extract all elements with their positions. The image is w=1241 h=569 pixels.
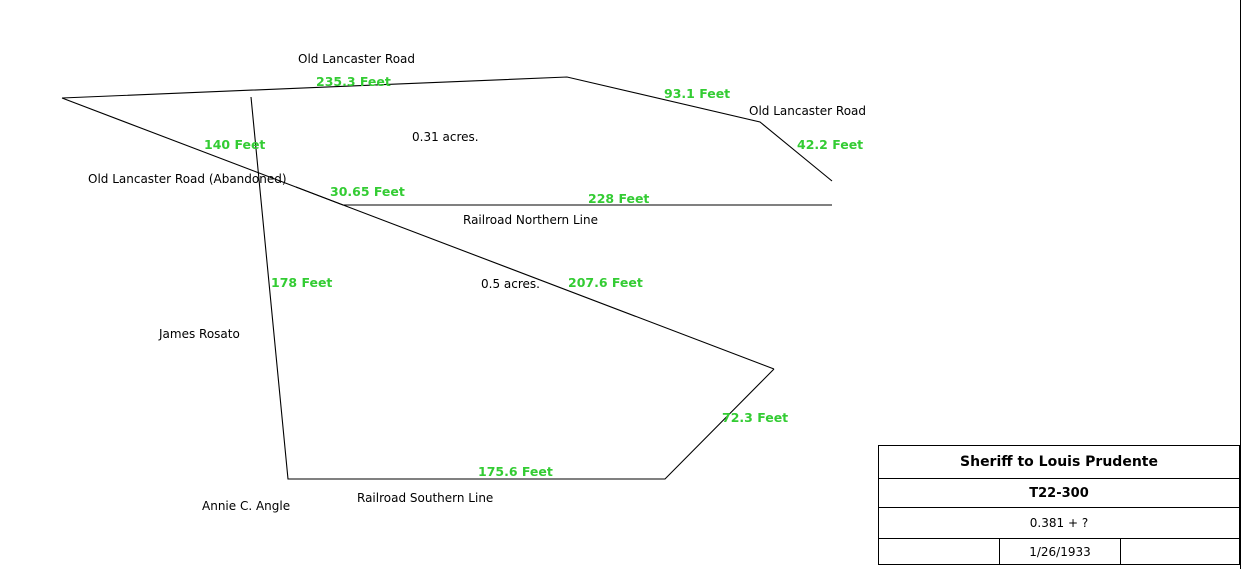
dim-235-3-feet: 235.3 Feet bbox=[316, 74, 391, 89]
title-grantor-grantee: Sheriff to Louis Prudente bbox=[878, 445, 1240, 479]
title-tract-id: T22-300 bbox=[878, 478, 1240, 508]
title-date: 1/26/1933 bbox=[999, 538, 1121, 565]
dim-72-3-feet: 72.3 Feet bbox=[722, 410, 788, 425]
title-acreage: 0.381 + ? bbox=[878, 507, 1240, 539]
label-old-lancaster-road-abandoned: Old Lancaster Road (Abandoned) bbox=[88, 172, 287, 186]
title-cell-empty-right bbox=[1120, 538, 1240, 565]
title-block: Sheriff to Louis Prudente T22-300 0.381 … bbox=[878, 445, 1240, 565]
label-railroad-northern-line: Railroad Northern Line bbox=[463, 213, 598, 227]
feature-labels: Old Lancaster Road Old Lancaster Road Ol… bbox=[88, 52, 866, 513]
old-lancaster-road-north-boundary bbox=[61, 76, 833, 182]
title-cell-empty-left bbox=[878, 538, 1000, 565]
dim-228-feet: 228 Feet bbox=[588, 191, 649, 206]
dim-178-feet: 178 Feet bbox=[271, 275, 332, 290]
dim-140-feet: 140 Feet bbox=[204, 137, 265, 152]
dim-30-65-feet: 30.65 Feet bbox=[330, 184, 405, 199]
label-old-lancaster-road-top: Old Lancaster Road bbox=[298, 52, 415, 66]
label-old-lancaster-road-right: Old Lancaster Road bbox=[749, 104, 866, 118]
label-railroad-southern-line: Railroad Southern Line bbox=[357, 491, 493, 505]
dim-175-6-feet: 175.6 Feet bbox=[478, 464, 553, 479]
label-james-rosato: James Rosato bbox=[158, 327, 240, 341]
abandoned-road-southwest-line bbox=[61, 97, 775, 370]
abandoned-road-double-line bbox=[295, 186, 344, 206]
dim-207-6-feet: 207.6 Feet bbox=[568, 275, 643, 290]
dimension-labels: 235.3 Feet 93.1 Feet 42.2 Feet 140 Feet … bbox=[204, 74, 863, 479]
dim-42-2-feet: 42.2 Feet bbox=[797, 137, 863, 152]
western-and-southern-boundary bbox=[250, 96, 775, 480]
label-annie-c-angle: Annie C. Angle bbox=[202, 499, 290, 513]
label-area-upper: 0.31 acres. bbox=[412, 130, 479, 144]
boundary-lines bbox=[61, 76, 833, 480]
dim-93-1-feet: 93.1 Feet bbox=[664, 86, 730, 101]
label-area-lower: 0.5 acres. bbox=[481, 277, 540, 291]
